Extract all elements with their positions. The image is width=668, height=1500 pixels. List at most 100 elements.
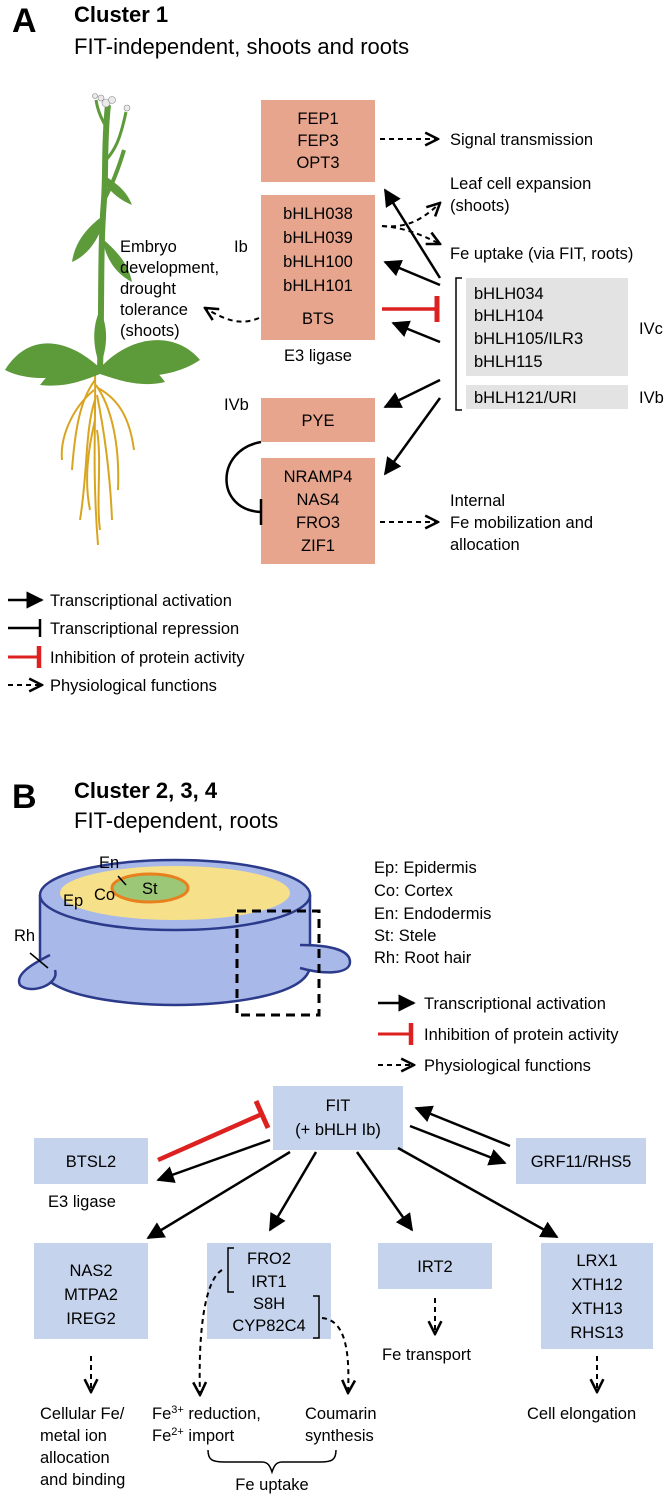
btsl2-box bbox=[34, 1138, 148, 1184]
root-label-co: Co bbox=[94, 886, 115, 904]
legend-b-item: Inhibition of protein activity bbox=[424, 1026, 619, 1044]
lrx1-gene: XTH12 bbox=[571, 1276, 622, 1294]
fit-label: FIT bbox=[326, 1097, 351, 1115]
tissue-key-item: En: Endodermis bbox=[374, 905, 491, 923]
legend-b: Transcriptional activation Inhibition of… bbox=[378, 994, 619, 1075]
func-signal-transmission: Signal transmission bbox=[450, 131, 593, 149]
s8h-cyp-bracket bbox=[313, 1295, 320, 1339]
ivc-group-label: IVc bbox=[639, 320, 663, 338]
activation-fit-grf bbox=[409, 1124, 507, 1166]
func-fe-transport: Fe transport bbox=[382, 1346, 471, 1364]
fro2-gene: CYP82C4 bbox=[232, 1317, 305, 1335]
activation-arrows-a bbox=[383, 188, 442, 476]
func-embryo: drought bbox=[120, 280, 176, 298]
func-embryo: development, bbox=[120, 259, 219, 277]
nas2-gene: IREG2 bbox=[66, 1310, 116, 1328]
root-label-ep: Ep bbox=[63, 892, 83, 910]
lrx1-gene: XTH13 bbox=[571, 1300, 622, 1318]
irt2-label: IRT2 bbox=[417, 1258, 452, 1276]
fro2-gene: FRO2 bbox=[247, 1250, 291, 1268]
physiological-arrows-b bbox=[91, 1269, 597, 1395]
panel-b-title: Cluster 2, 3, 4 bbox=[74, 778, 218, 803]
uri-box bbox=[466, 385, 628, 409]
fep-opt-box bbox=[261, 100, 375, 182]
physiological-arrows-a bbox=[205, 139, 440, 522]
nramp-gene: NRAMP4 bbox=[284, 468, 353, 486]
legend-b-item: Physiological functions bbox=[424, 1057, 591, 1075]
nramp-gene: ZIF1 bbox=[301, 537, 335, 555]
fep-opt-gene: FEP1 bbox=[297, 110, 338, 128]
nas2-gene: NAS2 bbox=[69, 1262, 112, 1280]
func-internal: Internal bbox=[450, 492, 505, 510]
func-coumarin: synthesis bbox=[305, 1427, 374, 1445]
tissue-key-item: St: Stele bbox=[374, 927, 436, 945]
bhlh-ivc-gene: bHLH104 bbox=[474, 307, 544, 325]
nramp-gene: NAS4 bbox=[296, 491, 339, 509]
func-embryo: Embryo bbox=[120, 238, 177, 256]
root-label-rh: Rh bbox=[14, 927, 35, 945]
bhlh-ivc-gene: bHLH105/ILR3 bbox=[474, 330, 583, 348]
ivc-ivb-bracket bbox=[455, 277, 462, 411]
panel-a-letter: A bbox=[12, 2, 37, 40]
uri-label: bHLH121/URI bbox=[474, 389, 577, 407]
root-label-en: En bbox=[99, 854, 119, 872]
legend-a-item: Physiological functions bbox=[50, 677, 217, 695]
fep-opt-gene: OPT3 bbox=[296, 154, 339, 172]
func-fe-uptake: Fe uptake (via FIT, roots) bbox=[450, 245, 633, 263]
tissue-key-item: Ep: Epidermis bbox=[374, 859, 477, 877]
func-leaf-expansion: (shoots) bbox=[450, 197, 510, 215]
func-cellular: metal ion bbox=[40, 1427, 107, 1445]
btsl2-e3-label: E3 ligase bbox=[48, 1193, 116, 1211]
legend-b-item: Transcriptional activation bbox=[424, 995, 606, 1013]
legend-a-item: Transcriptional repression bbox=[50, 620, 239, 638]
bhlh-ib-box bbox=[261, 195, 375, 303]
e3-ligase-label: E3 ligase bbox=[284, 347, 352, 365]
func-cellular: allocation bbox=[40, 1449, 110, 1467]
fit-box bbox=[273, 1086, 403, 1150]
func-leaf-expansion: Leaf cell expansion bbox=[450, 175, 591, 193]
tissue-key-item: Co: Cortex bbox=[374, 882, 454, 900]
fep-opt-gene: FEP3 bbox=[297, 132, 338, 150]
nramp-gene: FRO3 bbox=[296, 514, 340, 532]
inhibition-btsl2-fit bbox=[157, 1111, 263, 1163]
arabidopsis-plant-icon bbox=[5, 93, 200, 546]
fro2-gene: IRT1 bbox=[251, 1273, 286, 1291]
legend-a-item: Transcriptional activation bbox=[50, 592, 232, 610]
bhlh-ivc-box bbox=[466, 278, 628, 376]
func-fe-reduction: Fe3+ reduction, bbox=[152, 1404, 261, 1423]
panel-a-title: Cluster 1 bbox=[74, 2, 168, 27]
ib-group-label: Ib bbox=[234, 238, 248, 256]
lrx1-gene: LRX1 bbox=[576, 1252, 617, 1270]
pye-box bbox=[261, 398, 375, 442]
bhlh-ib-gene: bHLH038 bbox=[283, 205, 353, 223]
tissue-key-item: Rh: Root hair bbox=[374, 949, 472, 967]
bts-box bbox=[261, 296, 375, 340]
func-embryo: (shoots) bbox=[120, 322, 180, 340]
root-cross-section-icon bbox=[17, 858, 352, 1017]
fro-irt-bracket bbox=[227, 1247, 234, 1293]
btsl2-label: BTSL2 bbox=[66, 1153, 116, 1171]
grf11-label: GRF11/RHS5 bbox=[531, 1153, 632, 1171]
nas2-box bbox=[34, 1243, 148, 1339]
func-internal: allocation bbox=[450, 536, 520, 554]
func-coumarin: Coumarin bbox=[305, 1405, 377, 1423]
bts-label: BTS bbox=[302, 310, 334, 328]
fit-label: (+ bHLH Ib) bbox=[295, 1121, 381, 1139]
panel-b-letter: B bbox=[12, 778, 37, 816]
inhibition-bar-b bbox=[253, 1099, 271, 1130]
func-embryo: tolerance bbox=[120, 301, 188, 319]
pye-repression bbox=[225, 440, 262, 514]
func-cellular: and binding bbox=[40, 1471, 125, 1489]
activation-fit-btsl2 bbox=[156, 1138, 271, 1183]
ivb-left-label: IVb bbox=[224, 396, 249, 414]
lrx1-gene: RHS13 bbox=[570, 1324, 623, 1342]
pye-label: PYE bbox=[301, 412, 334, 430]
root-label-st: St bbox=[142, 880, 158, 898]
func-cell-elongation: Cell elongation bbox=[527, 1405, 636, 1423]
nas2-gene: MTPA2 bbox=[64, 1286, 118, 1304]
panel-a-subtitle: FIT-independent, shoots and roots bbox=[74, 34, 409, 59]
bhlh-ib-gene: bHLH039 bbox=[283, 229, 353, 247]
func-fe-uptake-b: Fe uptake bbox=[235, 1476, 308, 1494]
grf11-box bbox=[516, 1138, 646, 1184]
